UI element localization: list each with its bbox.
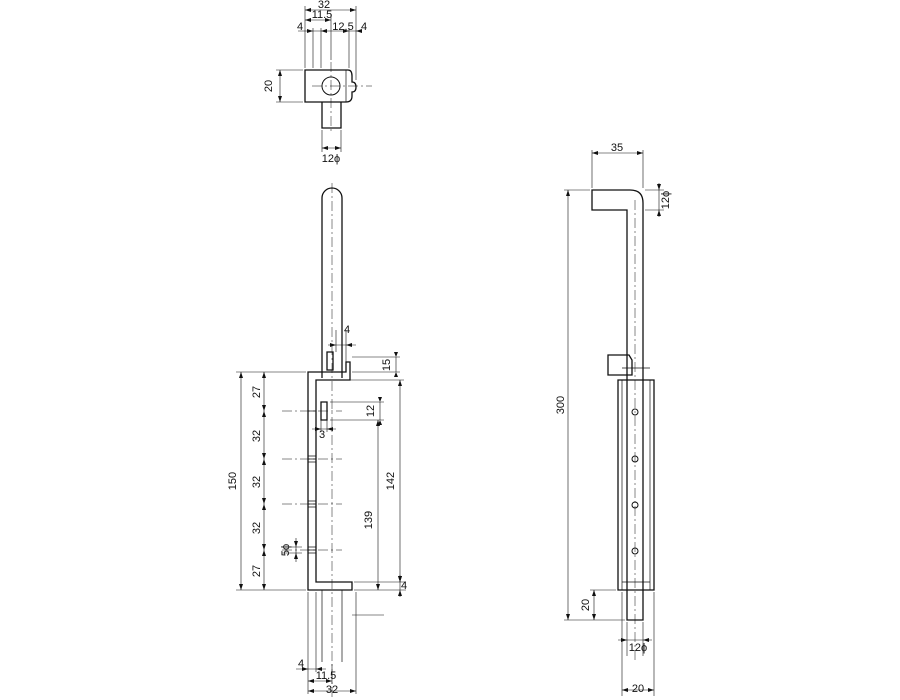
side-view: 35 12ϕ 300 20 12ϕ 20: [555, 142, 672, 696]
front-dim-27-bottom: 27: [251, 565, 263, 577]
front-dim-4-base: 4: [401, 580, 407, 592]
front-dim-4-tab: 4: [344, 324, 350, 336]
top-dim-20: 20: [263, 80, 275, 92]
top-view-pin: [321, 102, 342, 129]
side-dim-300: 300: [555, 396, 567, 414]
front-dim-27-top: 27: [251, 386, 263, 398]
front-dim-139: 139: [363, 511, 375, 529]
side-dim-20-bottom: 20: [632, 683, 644, 695]
top-dim-4-left: 4: [297, 21, 303, 33]
side-view-rod: [591, 189, 644, 621]
top-dim-11-5: 11.5: [312, 9, 333, 21]
front-dim-4-bottom: 4: [298, 658, 304, 670]
front-view-bracket: [307, 361, 353, 591]
front-dim-11-5-bottom: 11.5: [316, 670, 337, 682]
front-dim-3: 3: [319, 429, 325, 441]
side-view-tab: [607, 354, 633, 376]
front-view: 4 15 150 27 32 32 32 27 12 3 142: [227, 183, 407, 700]
side-dim-12phi-bottom: 12ϕ: [629, 642, 647, 654]
top-dim-4-right: 4: [361, 21, 367, 33]
top-dim-32: 32: [318, 0, 330, 11]
front-dim-15: 15: [381, 359, 393, 371]
front-dim-12: 12: [365, 405, 377, 417]
top-view: 32 11.5 4 12.5 4 20 12ϕ: [263, 0, 372, 165]
side-dim-35: 35: [611, 142, 623, 154]
front-dim-32-c: 32: [251, 522, 263, 534]
front-dim-150: 150: [227, 472, 239, 490]
top-dim-12phi: 12ϕ: [322, 153, 340, 165]
front-view-rod: [321, 187, 343, 378]
top-dim-12-5: 12.5: [332, 21, 353, 33]
front-dim-5phi: 5ϕ: [280, 544, 292, 556]
front-dim-32-bottom: 32: [326, 684, 338, 696]
front-view-rod-lower: [321, 590, 343, 662]
front-dim-32-a: 32: [251, 430, 263, 442]
side-dim-20: 20: [580, 599, 592, 611]
front-dim-142: 142: [385, 472, 397, 490]
front-dim-32-b: 32: [251, 476, 263, 488]
side-dim-12phi-top: 12ϕ: [660, 191, 672, 209]
top-view-body: [304, 69, 357, 103]
front-view-tab: [326, 351, 334, 371]
